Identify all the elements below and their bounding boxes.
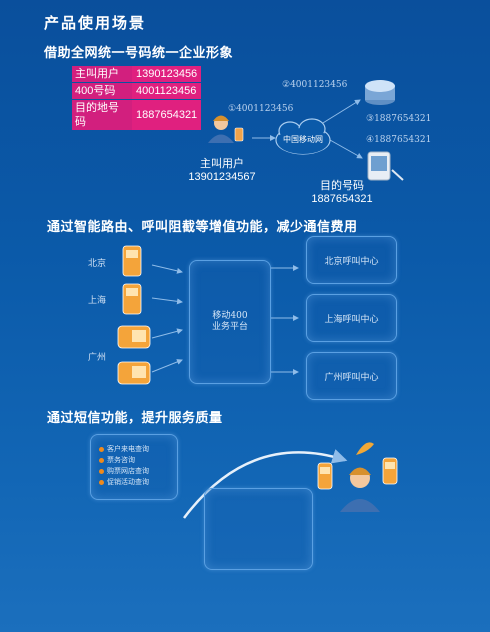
step-1-label: ①4001123456 <box>228 104 294 114</box>
page-title: 产品使用场景 <box>44 15 147 32</box>
target-title: 目的号码 <box>320 180 364 192</box>
target-number: 1887654321 <box>311 193 373 205</box>
bullet-icon <box>99 446 104 452</box>
table-value: 1887654321 <box>132 100 201 130</box>
sms-menu-box: 客户来电查询 票务咨询 购票网店查询 促销活动查询 <box>90 434 178 500</box>
city-beijing: 北京 <box>88 259 107 269</box>
table-key: 目的地号码 <box>72 100 132 130</box>
number-table: 主叫用户 1390123456 400号码 4001123456 目的地号码 1… <box>72 65 201 131</box>
platform-line-2: 业务平台 <box>211 322 248 332</box>
step-2-label: ②4001123456 <box>282 80 348 90</box>
table-row: 主叫用户 1390123456 <box>72 66 201 82</box>
database-icon <box>365 80 395 105</box>
caller-number: 13901234567 <box>188 171 256 183</box>
desk-phone-icon <box>117 325 151 349</box>
list-item: 客户来电查询 <box>99 444 149 455</box>
sms-menu-list: 客户来电查询 票务咨询 购票网店查询 促销活动查询 <box>99 444 149 488</box>
cloud-icon <box>275 118 331 155</box>
table-key: 400号码 <box>72 83 132 99</box>
mobile-phone-icon <box>382 457 398 485</box>
mobile-phone-icon <box>317 462 333 490</box>
network-label: 中国移动网 <box>283 135 323 144</box>
section3-heading: 通过短信功能，提升服务质量 <box>47 410 223 425</box>
platform-box: 移动400 业务平台 <box>189 260 271 384</box>
table-value: 4001123456 <box>132 83 201 99</box>
list-item: 购票网店查询 <box>99 466 149 477</box>
bullet-icon <box>99 468 104 474</box>
callcenter-shanghai: 上海呼叫中心 <box>306 294 397 342</box>
platform-line-1: 移动400 <box>212 311 248 321</box>
mobile-phone-icon <box>122 283 142 315</box>
callcenter-beijing: 北京呼叫中心 <box>306 236 397 284</box>
city-shanghai: 上海 <box>88 296 107 306</box>
desk-phone-icon <box>117 361 151 385</box>
leaf-icon <box>356 442 374 455</box>
caller-title: 主叫用户 <box>200 158 244 170</box>
list-item: 促销活动查询 <box>99 477 149 488</box>
target-label: 目的号码 1887654321 <box>304 180 380 206</box>
step-4-label: ④1887654321 <box>366 135 432 145</box>
callcenter-guangzhou: 广州呼叫中心 <box>306 352 397 400</box>
phone-screen-box <box>204 488 313 570</box>
section1-heading: 借助全网统一号码统一企业形象 <box>44 45 234 60</box>
table-key: 主叫用户 <box>72 66 132 82</box>
bullet-icon <box>99 457 104 463</box>
section2-heading: 通过智能路由、呼叫阻截等增值功能，减少通信费用 <box>47 219 358 234</box>
sms-flow-arc <box>183 449 348 519</box>
city-guangzhou: 广州 <box>88 353 107 363</box>
table-value: 1390123456 <box>132 66 201 82</box>
customer-avatar-icon <box>340 467 380 512</box>
bullet-icon <box>99 479 104 485</box>
list-item: 票务咨询 <box>99 455 149 466</box>
table-row: 目的地号码 1887654321 <box>72 100 201 130</box>
step-3-label: ③1887654321 <box>366 114 432 124</box>
table-row: 400号码 4001123456 <box>72 83 201 99</box>
caller-label: 主叫用户 13901234567 <box>180 158 264 184</box>
caller-avatar-icon <box>208 115 244 143</box>
mobile-phone-icon <box>122 245 142 277</box>
pda-icon <box>367 151 404 181</box>
